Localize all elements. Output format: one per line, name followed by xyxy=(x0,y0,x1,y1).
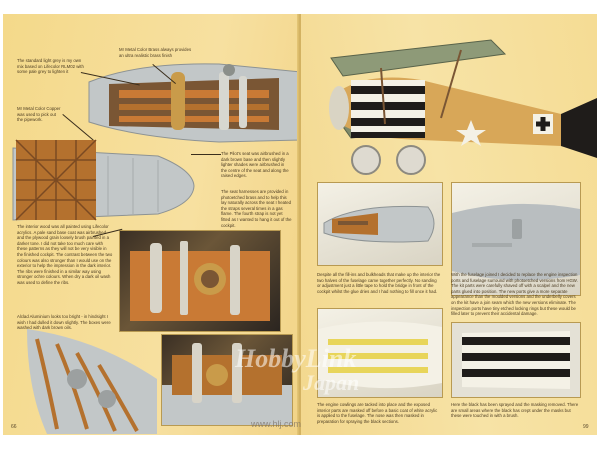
watermark-sub: Japan xyxy=(303,370,360,395)
wood-framework-photo xyxy=(12,139,195,221)
left-page: The standard light grey is my own mix ba… xyxy=(3,14,301,435)
right-page: Despite all the fill-ins and bulkheads t… xyxy=(301,14,597,435)
note-engine-cowlings: The engine cowlings are tacked into plac… xyxy=(317,402,438,424)
leader-line xyxy=(191,154,221,155)
white-undercoat-photo xyxy=(317,308,443,398)
note-fuselage-halves: Despite all the fill-ins and bulkheads t… xyxy=(317,272,441,294)
cockpit-lower-photo xyxy=(161,334,293,426)
fuselage-half-photo xyxy=(27,329,157,434)
spine-gutter xyxy=(297,14,303,435)
note-inspection-ports: With the fuselage joined I decided to re… xyxy=(451,272,578,317)
black-stripes-photo xyxy=(451,322,581,398)
note-light-grey: The standard light grey is my own mix ba… xyxy=(17,58,84,75)
note-brass: Mr Metal Color Brass always provides an … xyxy=(119,47,192,58)
page-number-left: 66 xyxy=(11,424,17,430)
inspection-ports-photo xyxy=(451,182,581,296)
cockpit-fuselage-photo-1 xyxy=(88,63,301,143)
note-interior-wood: The interior wood was all painted using … xyxy=(17,224,113,285)
note-black-sprayed: Here the black has been sprayed and the … xyxy=(451,402,579,419)
watermark-brand: HobbyLink xyxy=(235,344,357,373)
note-alclad: Alclad Aluminium looks too bright - in h… xyxy=(17,314,111,331)
cockpit-detail-photo xyxy=(119,230,281,332)
watermark-url: www.hlj.com xyxy=(251,419,302,429)
fuselage-joined-photo xyxy=(317,182,443,266)
albatros-model-photo xyxy=(329,39,597,175)
magazine-spread: The standard light grey is my own mix ba… xyxy=(3,14,597,435)
note-seat: The Pilot's seat was airbrushed in a dar… xyxy=(221,151,289,179)
note-copper: Mr Metal Color Copper was used to pick o… xyxy=(17,106,61,123)
note-harness: The seat harnesses are provided in photo… xyxy=(221,189,292,228)
page-number-right: 99 xyxy=(583,424,589,430)
